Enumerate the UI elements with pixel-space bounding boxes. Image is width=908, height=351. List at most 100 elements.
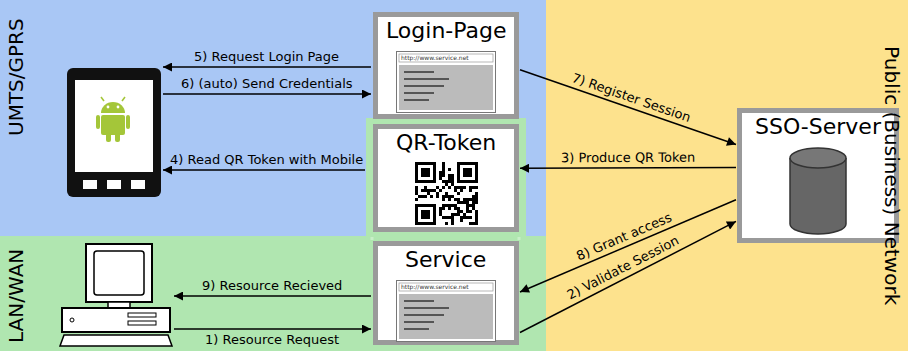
drawing-part [472,201,475,204]
component-box: Servicehttp://www.service.net [373,241,519,345]
drawing-part [442,168,445,171]
drawing-part [454,189,457,192]
drawing-part [463,198,466,201]
drawing-part [404,314,444,316]
drawing-part [469,198,472,201]
drawing-part [448,204,451,207]
drawing-part [101,97,104,101]
drawing-part [472,198,475,201]
drawing-part [475,186,478,189]
drawing-part [472,207,475,210]
drawing-part [445,222,448,225]
drawing-part [472,186,475,189]
drawing-part [117,106,120,109]
drawing-part [404,307,449,309]
drawing-part [469,222,472,225]
drawing-part [106,133,111,142]
drawing-part [463,186,466,189]
drawing-part [415,192,418,195]
drawing-part [442,171,445,174]
drawing-part [466,207,469,210]
drawing-part [475,201,478,204]
drawing-part [466,210,469,213]
drawing-part [439,174,442,177]
drawing-part [448,174,451,177]
qr-halo [366,118,526,238]
drawing-part [60,335,172,346]
drawing-part [424,189,427,192]
network-band: Public (Business) NetworkSSO-Server [546,0,908,351]
drawing-part [101,115,125,135]
drawing-part [436,186,439,189]
drawing-part [466,201,469,204]
drawing-part [442,198,445,201]
drawing-part [451,195,454,198]
drawing-part [457,162,478,183]
drawing-part [442,162,445,165]
drawing-part [418,165,433,180]
drawing-part [463,168,472,177]
component-box: SSO-Server [737,108,899,243]
arrow-label: 1) Resource Request [205,332,339,347]
drawing-part [436,195,439,198]
arrow-label: 4) Read QR Token with Mobile [170,152,363,167]
drawing-part [460,186,463,189]
drawing-part [439,213,442,216]
region-label: Public (Business) Network [880,46,904,305]
drawing-part [75,80,153,172]
drawing-part [448,207,451,210]
drawing-part [457,186,460,189]
drawing-part [404,321,434,323]
box-title: SSO-Server [755,114,881,140]
flow-arrow [520,167,736,169]
desktop-computer [60,244,172,346]
drawing-part [404,78,449,80]
drawing-part [421,210,430,219]
drawing-part [439,171,442,174]
drawing-part [457,192,460,195]
drawing-part [415,186,418,189]
drawing-part [460,216,463,219]
drawing-part [472,222,475,225]
lan-region [0,236,546,351]
drawing-part [475,216,478,219]
edge-label: 7) Register Session [570,70,693,125]
drawing-part [451,180,454,183]
drawing-part [472,204,475,207]
drawing-part [442,195,445,198]
qr-code [415,162,478,225]
flow-arrow [520,200,736,292]
drawing-part [454,204,457,207]
drawing-part [457,207,460,210]
drawing-part [454,198,457,201]
drawing-part [115,133,120,142]
drawing-part [472,195,475,198]
drawing-part [475,210,478,213]
region-label: LAN/WAN [4,249,28,343]
umts-region [0,0,546,236]
drawing-part [424,186,427,189]
drawing-part [163,66,371,68]
drawing-part [475,213,478,216]
drawing-part [128,313,156,317]
drawing-part [451,216,454,219]
drawing-part [442,180,445,183]
drawing-part [415,204,436,225]
drawing-part [439,177,442,180]
component-box: QR-Token [373,124,519,232]
drawing-part [399,54,493,62]
box-title: Login-Page [386,18,507,44]
box-title: QR-Token [396,130,496,156]
drawing-part [421,195,424,198]
drawing-part [790,158,846,234]
arrow-label: 6) (auto) Send Credentials [181,76,353,91]
drawing-part [442,216,445,219]
drawing-part [442,165,445,168]
drawing-part [457,213,460,216]
edge-label: 3) Produce QR Token [561,150,695,166]
drawing-part [415,189,418,192]
drawing-part [174,295,371,297]
drawing-part [163,93,371,95]
drawing-part [397,52,496,113]
